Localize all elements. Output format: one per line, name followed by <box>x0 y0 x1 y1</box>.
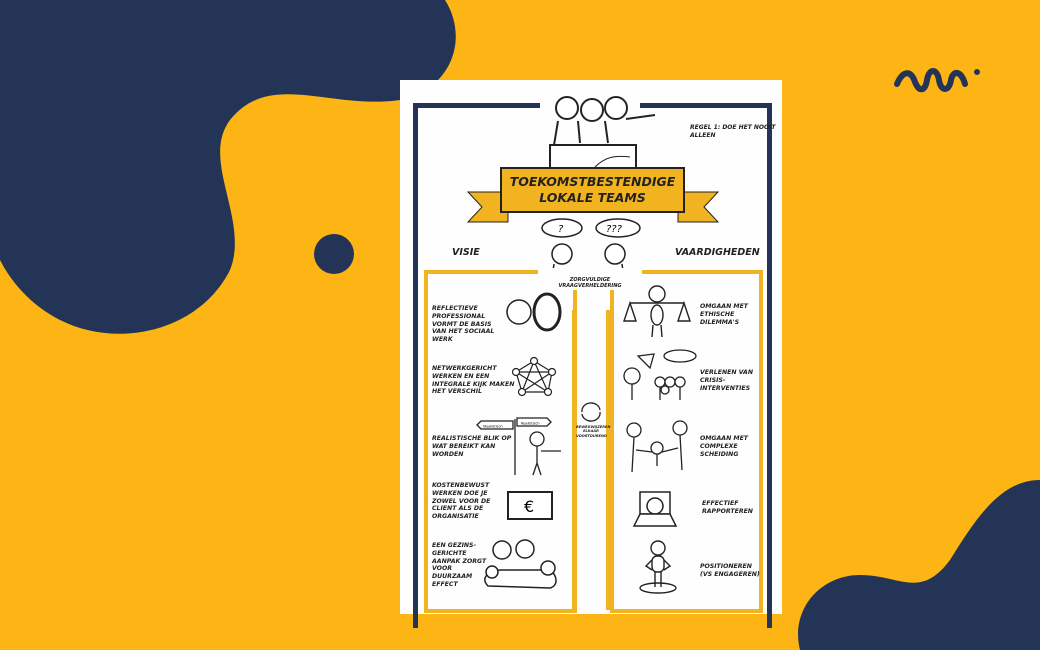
rule-note: Regel 1: doe het nooit alleen <box>690 124 776 139</box>
scales-person-illustration <box>623 285 691 338</box>
family-illustration <box>484 539 557 589</box>
wavy-m-logo-icon <box>894 68 980 93</box>
bubble-left-text: ? <box>558 224 564 235</box>
visie-item-3: Realistische blik op wat bereikt kan wor… <box>432 435 512 458</box>
two-people-questions-illustration: ? ??? <box>541 218 641 279</box>
poster: Regel 1: doe het nooit alleen Toekomstbe… <box>400 80 782 628</box>
center-caption: Zorgvuldige vraagverheldering <box>545 277 635 290</box>
title-line-1: Toekomstbestendige <box>509 174 676 189</box>
vaardigheden-column <box>610 270 763 613</box>
vaardigheden-item-3: Omgaan met complexe scheiding <box>700 435 749 458</box>
vaardigheden-item-4: Effectief rapporteren <box>702 500 753 515</box>
separation-family-illustration <box>626 420 688 473</box>
bubble-right-text: ??? <box>606 224 623 235</box>
signpost-right-text: Realistisch <box>521 422 540 426</box>
cycle-text: Bewegwijzeren elkaar voortdurend <box>576 425 611 438</box>
laptop-typing-icon <box>632 491 678 527</box>
vaardigheden-item-2: Verlenen van crisis-interventies <box>700 369 754 392</box>
navy-blob-bottom-right <box>798 480 1040 650</box>
visie-item-5: Een gezins-gerichte aanpak zorgt voor du… <box>432 542 487 588</box>
cycle-arrows-icon <box>581 402 601 422</box>
euro-symbol: € <box>524 497 534 516</box>
navy-dot <box>314 234 354 274</box>
vaardigheden-heading: Vaardigheden <box>675 247 760 258</box>
team-of-three-illustration <box>549 96 656 172</box>
visie-item-2: Netwerkgericht werken en een integrale k… <box>432 365 515 396</box>
signpost-left-text: Idealistisch <box>483 425 503 429</box>
visie-item-4: Kostenbewust werken doe je zowel voor de… <box>432 482 491 520</box>
mirror-reflection-illustration <box>506 292 562 332</box>
navy-blob-top-left <box>0 0 456 334</box>
positioned-person-illustration <box>639 540 677 594</box>
visie-heading: Visie <box>452 247 480 258</box>
title-banner: Toekomstbestendige lokale teams <box>500 167 685 213</box>
signpost-illustration: Idealistisch Realistisch <box>476 417 561 476</box>
title-line-2: lokale teams <box>539 190 646 205</box>
vaardigheden-item-5: Positioneren (vs engageren) <box>700 563 760 578</box>
crisis-umbrella-illustration <box>623 349 697 400</box>
network-icon <box>511 356 557 397</box>
euro-banknote-icon: € <box>507 491 553 520</box>
vaardigheden-item-1: Omgaan met ethische dilemma's <box>700 303 749 326</box>
visie-item-1: Reflectieve professional vormt de basis … <box>432 305 495 343</box>
